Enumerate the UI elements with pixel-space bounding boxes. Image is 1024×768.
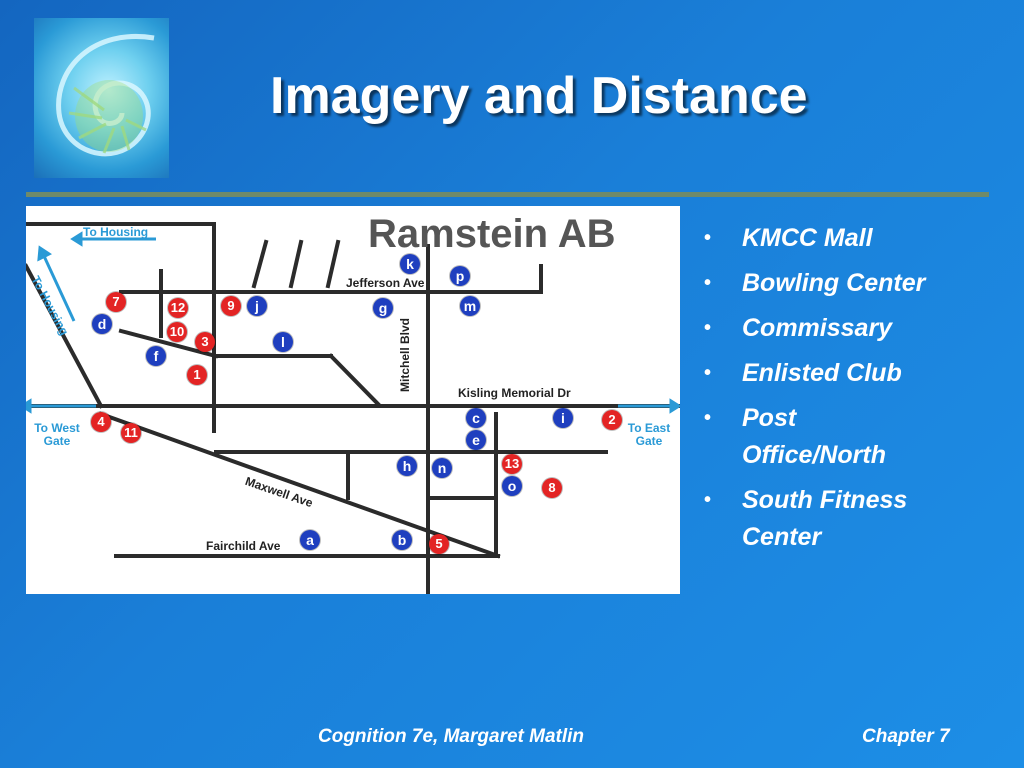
bullet-icon: • xyxy=(704,489,712,511)
map-marker-blue: e xyxy=(466,430,486,450)
list-item-label: Commissary xyxy=(742,314,893,342)
map-marker-red: 10 xyxy=(167,322,187,342)
street-kisling: Kisling Memorial Dr xyxy=(458,386,571,400)
slide-title: Imagery and Distance xyxy=(270,67,808,125)
map-marker-red: 4 xyxy=(91,412,111,432)
map-marker-blue: g xyxy=(373,298,393,318)
map-marker-red: 12 xyxy=(168,298,188,318)
street-jefferson: Jefferson Ave xyxy=(346,276,425,290)
bullet-icon: • xyxy=(704,227,712,249)
list-item: • Commissary xyxy=(700,310,1000,347)
map-marker-red: 13 xyxy=(502,454,522,474)
map-marker-blue: i xyxy=(553,408,573,428)
map-marker-red: 3 xyxy=(195,332,215,352)
map-marker-blue: b xyxy=(392,530,412,550)
list-item: • Bowling Center xyxy=(700,265,1000,302)
map-marker-red: 7 xyxy=(106,292,126,312)
label-to-west-gate: To West Gate xyxy=(34,421,80,448)
nautilus-shell-icon xyxy=(34,18,169,178)
map-marker-blue: l xyxy=(273,332,293,352)
list-item-label: KMCC Mall xyxy=(742,224,873,252)
street-fairchild: Fairchild Ave xyxy=(206,539,281,553)
map-marker-blue: m xyxy=(460,296,480,316)
map-marker-blue: k xyxy=(400,254,420,274)
map-marker-blue: n xyxy=(432,458,452,478)
title-divider xyxy=(26,192,989,197)
map-marker-red: 9 xyxy=(221,296,241,316)
map-marker-blue: a xyxy=(300,530,320,550)
list-item-label: Enlisted Club xyxy=(742,359,902,387)
map-marker-red: 5 xyxy=(429,534,449,554)
footer-source: Cognition 7e, Margaret Matlin xyxy=(318,726,585,747)
list-item: • South Fitness Center xyxy=(700,482,972,556)
label-to-east-gate: To East Gate xyxy=(627,421,671,448)
list-item: • Post Office/North xyxy=(700,400,932,474)
footer-chapter: Chapter 7 xyxy=(862,726,950,747)
bullet-icon: • xyxy=(704,317,712,339)
bullet-icon: • xyxy=(704,272,712,294)
bullet-icon: • xyxy=(704,407,712,429)
street-mitchell: Mitchell Blvd xyxy=(398,317,412,392)
list-item: • Enlisted Club xyxy=(700,355,1000,392)
list-item: • KMCC Mall xyxy=(700,220,1000,257)
label-to-housing-top: To Housing xyxy=(83,225,149,239)
map-marker-blue: p xyxy=(450,266,470,286)
map-marker-red: 11 xyxy=(121,423,141,443)
map-marker-blue: c xyxy=(466,408,486,428)
base-map: Ramstein AB Jefferson Ave Mitchell Blvd … xyxy=(26,206,680,594)
map-marker-red: 1 xyxy=(187,365,207,385)
map-roads xyxy=(26,222,680,594)
map-marker-red: 8 xyxy=(542,478,562,498)
bullet-icon: • xyxy=(704,362,712,384)
map-marker-blue: f xyxy=(146,346,166,366)
map-marker-blue: h xyxy=(397,456,417,476)
map-marker-blue: d xyxy=(92,314,112,334)
list-item-label: Post Office/North xyxy=(742,404,886,469)
map-marker-red: 2 xyxy=(602,410,622,430)
list-item-label: South Fitness Center xyxy=(742,486,908,551)
map-marker-blue: j xyxy=(247,296,267,316)
list-item-label: Bowling Center xyxy=(742,269,926,297)
location-list: • KMCC Mall • Bowling Center • Commissary •… xyxy=(700,220,1000,564)
map-title: Ramstein AB xyxy=(368,212,616,256)
map-marker-blue: o xyxy=(502,476,522,496)
